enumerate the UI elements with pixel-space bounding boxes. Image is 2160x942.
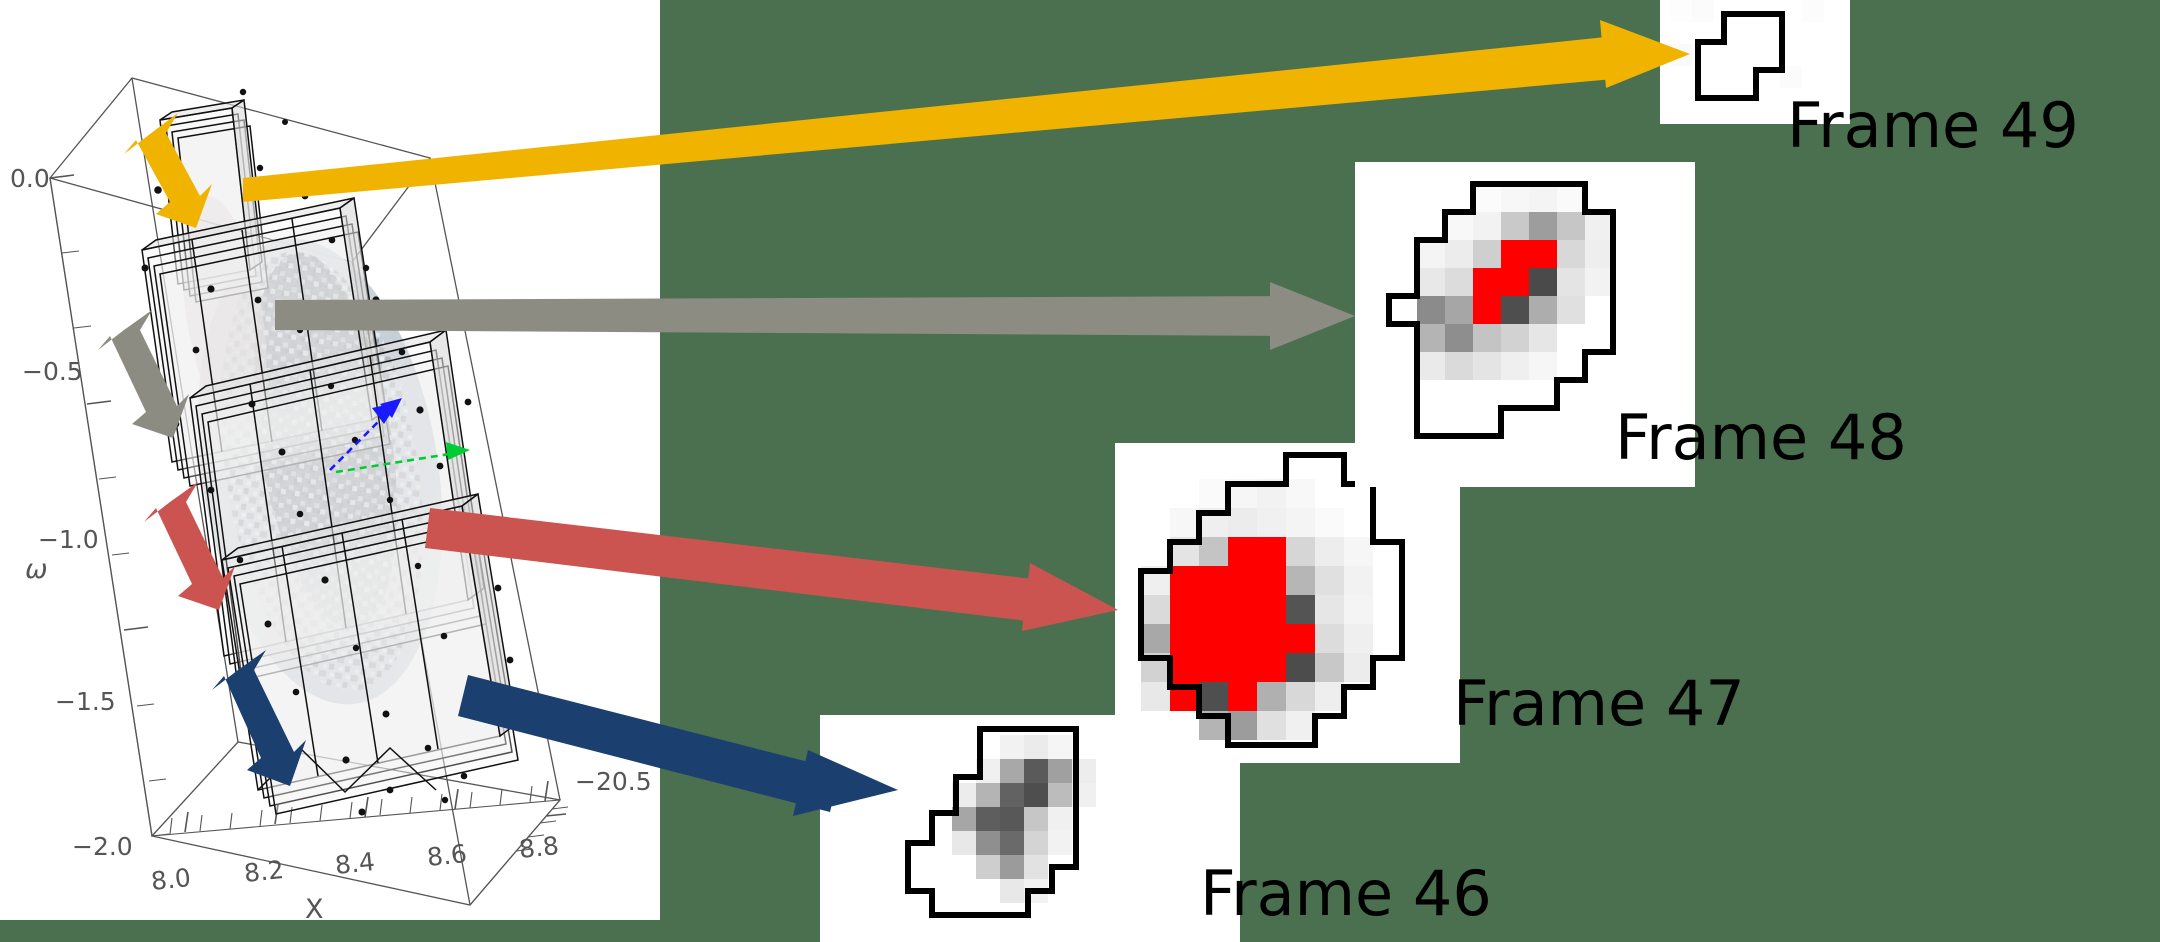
frame-47-pixels (1115, 443, 1460, 763)
frame-48-panel[interactable]: Frame 48 (1355, 162, 1907, 487)
omega-tick-3: −1.5 (55, 687, 116, 716)
x-tick-3: 8.6 (426, 839, 469, 872)
x-tick-2: 8.4 (334, 847, 377, 880)
red-span-arrow (144, 482, 235, 610)
x-axis-label: X (305, 894, 324, 920)
frame-47-panel[interactable]: Frame 47 (1115, 443, 1745, 763)
depth-axis (469, 799, 569, 906)
plot-3d-panel: 0.0 −0.5 −1.0 −1.5 −2.0 ω (0, 0, 660, 920)
frame-49-image (1660, 0, 1850, 124)
frame-48-image (1355, 162, 1695, 487)
omega-tick-4: −2.0 (72, 832, 133, 861)
omega-tick-1: −0.5 (22, 357, 83, 386)
omega-axis-label: ω (25, 554, 48, 585)
frame-47-image (1115, 443, 1460, 763)
voxel-slab-frame-47 (189, 328, 487, 681)
gray-span-arrow (98, 310, 189, 438)
omega-tick-labels: 0.0 −0.5 −1.0 −1.5 −2.0 (10, 164, 133, 861)
omega-axis (49, 174, 170, 837)
x-tick-1: 8.2 (243, 855, 286, 888)
omega-tick-2: −1.0 (38, 525, 99, 554)
basis-vector-blue (329, 398, 402, 471)
frame-49-mask-outline (1695, 11, 1785, 101)
frame-48-pixels (1355, 162, 1695, 487)
plot-3d-svg: 0.0 −0.5 −1.0 −1.5 −2.0 ω (10, 77, 652, 920)
omega-tick-0: 0.0 (10, 164, 50, 193)
x-tick-labels: 8.0 8.2 8.4 8.6 8.8 (150, 831, 561, 896)
frame-49-panel[interactable]: Frame 49 (1660, 0, 2079, 157)
basis-vector-green (335, 442, 470, 474)
frame-47-label: Frame 47 (1453, 667, 1745, 740)
frame-48-strong-pixels (1473, 240, 1557, 324)
x-tick-0: 8.0 (150, 863, 193, 896)
frame-48-label: Frame 48 (1615, 401, 1907, 474)
x-tick-4: 8.8 (518, 831, 561, 864)
navy-span-arrow (212, 650, 306, 786)
frame-46-label: Frame 46 (1200, 857, 1492, 930)
frame-49-label: Frame 49 (1787, 89, 2079, 162)
yellow-span-arrow (124, 113, 212, 228)
depth-tick-0: −20.5 (575, 767, 652, 796)
